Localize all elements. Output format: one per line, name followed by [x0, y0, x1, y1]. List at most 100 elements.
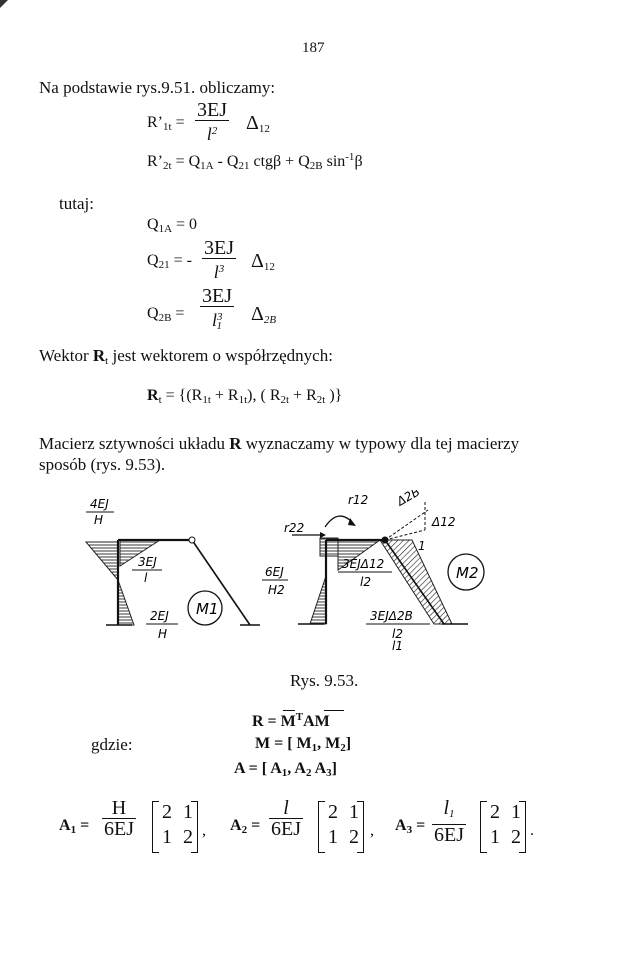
label-h-top: H	[94, 513, 103, 527]
r12-arrow-icon	[324, 515, 353, 528]
eq5-den: l	[211, 310, 217, 330]
eq1-delta: Δ	[246, 112, 259, 134]
eq6-lhs: R	[147, 387, 159, 404]
eq4-delta: Δ	[251, 250, 264, 272]
eq5-delta-sub: 2B	[263, 314, 277, 326]
gdzie-label: gdzie:	[91, 735, 133, 754]
a3-num-sub: 1	[449, 808, 455, 820]
a1-lhs: A	[59, 817, 71, 834]
a3-fraction: l1 6EJ	[432, 798, 466, 845]
a1-matrix-body: 2 1 1 2	[152, 801, 198, 853]
a3-lhs: A	[395, 817, 407, 834]
label-l2-bottom: l2	[392, 627, 403, 641]
label-r22: r22	[284, 521, 304, 535]
a3-matrix-body: 2 1 1 2	[480, 801, 526, 853]
eq1-eq: =	[175, 114, 185, 131]
eqM-b: , M	[317, 735, 341, 752]
eq4-lhs: Q	[147, 252, 159, 269]
a1-sep: ,	[202, 822, 206, 839]
eq1-den: l	[206, 124, 212, 144]
eq4-delta-sub: 12	[263, 261, 275, 273]
a1-cell-12: 1	[183, 801, 193, 823]
frame-m2	[292, 502, 485, 625]
eqR-rest: AM	[303, 713, 330, 730]
vector-line-c: jest wektorem o współrzędnych:	[108, 346, 333, 365]
eqA-a: A = [ A	[234, 760, 282, 777]
eq4-den-sup: 3	[218, 263, 225, 275]
eq1-lhs-sub: 1t	[163, 121, 172, 133]
a1-cell-11: 2	[162, 801, 172, 823]
eq6-p4: + R	[289, 387, 317, 404]
eq3-lhs: Q	[147, 216, 159, 233]
label-h2: H2	[268, 583, 285, 597]
eq3-rhs: = 0	[176, 216, 198, 233]
paragraph-line-1-post: wyznaczamy w typowy dla tej macierzy	[241, 434, 520, 453]
a2-lhs-sub: 2	[241, 824, 248, 836]
m2-column-diagram	[309, 575, 327, 625]
label-3ej-delta12: 3EJΔ12	[342, 557, 384, 571]
eq4-num: 3EJ	[204, 237, 234, 259]
label-l1: l1	[392, 639, 403, 653]
eqA-s3: 3	[326, 767, 332, 779]
paragraph-line-1: Macierz sztywności układu R wyznaczamy w…	[39, 434, 519, 454]
equation-m-vector: M = [ M1, M2]	[255, 735, 351, 754]
eq1-fraction: 3EJ l2	[195, 100, 229, 144]
a2-cell-21: 1	[328, 826, 338, 848]
eq1-num: 3EJ	[197, 99, 227, 121]
label-3ej: 3EJ	[138, 555, 157, 569]
a3-sep: .	[530, 822, 534, 839]
label-m1: M1	[196, 600, 219, 618]
eq2-part-a: = Q	[175, 153, 201, 170]
eq2-lhs-sub: 2t	[163, 160, 172, 172]
eq6-p2: + R	[210, 387, 239, 404]
eqA-d: ]	[331, 760, 337, 777]
eqR-overline-m2	[324, 710, 344, 711]
label-6ej: 6EJ	[265, 565, 284, 579]
eq2-part-b: - Q	[213, 153, 239, 170]
eq2-sub-b: 21	[238, 160, 250, 172]
eq6-s4: 2t	[316, 394, 326, 406]
equation-rt: Rt = {(R1t + R1t), ( R2t + R2t )}	[147, 387, 342, 406]
eq6-s1: 1t	[202, 394, 211, 406]
a2-cell-12: 1	[349, 801, 359, 823]
eqM-s2: 2	[340, 742, 346, 754]
eq5-lhs-sub: 2B	[158, 312, 172, 324]
eq6-lhs-sub: t	[158, 394, 162, 406]
equation-q1a: Q1A = 0	[147, 216, 197, 235]
label-l2: l2	[360, 575, 371, 589]
eq6-s3: 2t	[280, 394, 290, 406]
eq6-s2: 1t	[238, 394, 248, 406]
paragraph-line-1-bold: R	[229, 434, 242, 453]
eqM-s1: 1	[311, 742, 318, 754]
a2-den: 6EJ	[271, 818, 301, 840]
a2-matrix-body: 2 1 1 2	[318, 801, 364, 853]
label-m2: M2	[456, 564, 479, 582]
a2-cell-11: 2	[328, 801, 338, 823]
a1-num: H	[111, 797, 127, 819]
m1-circle	[187, 590, 223, 626]
paragraph-line-2: sposób (rys. 9.53).	[39, 455, 166, 474]
label-h-bottom: H	[158, 627, 167, 641]
a2-lhs: A	[230, 817, 242, 834]
eqA-s2: 2	[305, 767, 312, 779]
eq2-part-e: β	[354, 153, 363, 170]
a3-den: 6EJ	[434, 824, 464, 846]
a3-cell-22: 2	[511, 826, 521, 848]
label-delta-2b: Δ2B	[394, 490, 423, 509]
a2-cell-22: 2	[349, 826, 359, 848]
label-3ej-delta2b: 3EJΔ2B	[370, 609, 413, 623]
eq4-lhs-sub: 21	[158, 259, 170, 271]
a3-cell-12: 1	[511, 801, 521, 823]
a2-sep: ,	[370, 822, 374, 839]
eq6-p5: )}	[325, 387, 343, 404]
label-delta-12: Δ12	[431, 515, 455, 529]
eq6-p3: ), ( R	[247, 387, 281, 404]
equation-r2t: R’2t = Q1A - Q21 ctgβ + Q2B sin-1β	[147, 151, 363, 172]
a2-num: l	[283, 797, 289, 819]
figure-labels: 4EJ H 3EJ l 2EJ H M1 r12 r22 Δ2B Δ12 6EJ…	[86, 490, 479, 653]
vector-line: Wektor Rt jest wektorem o współrzędnych:	[39, 346, 333, 367]
eq5-eq: =	[175, 305, 185, 322]
eq4-den: l	[213, 262, 219, 282]
eq6-p1: = {(R	[161, 387, 203, 404]
m2-circle	[447, 553, 485, 591]
